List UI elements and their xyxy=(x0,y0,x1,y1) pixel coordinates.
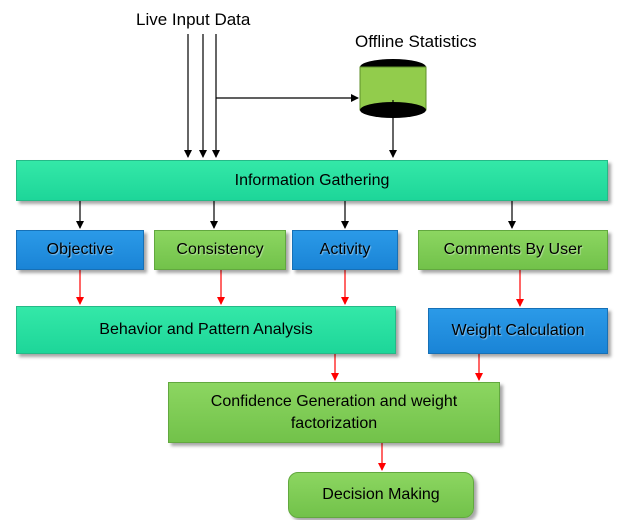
offline-statistics-label: Offline Statistics xyxy=(355,32,477,51)
confidence-generation-box: Confidence Generation and weight factori… xyxy=(168,382,500,443)
comments-by-user-box: Comments By User xyxy=(418,230,608,270)
confidence-generation-label: Confidence Generation and weight factori… xyxy=(210,392,458,432)
live-input-label: Live Input Data xyxy=(136,10,251,29)
decision-making-label: Decision Making xyxy=(322,486,440,504)
information-gathering-box: Information Gathering xyxy=(16,160,608,201)
consistency-label: Consistency xyxy=(176,241,264,259)
information-gathering-label: Information Gathering xyxy=(234,171,390,189)
weight-calculation-label: Weight Calculation xyxy=(451,322,585,340)
consistency-box: Consistency xyxy=(154,230,286,270)
objective-box: Objective xyxy=(16,230,144,270)
decision-making-box: Decision Making xyxy=(288,472,474,518)
weight-calculation-box: Weight Calculation xyxy=(428,308,608,354)
behavior-analysis-box: Behavior and Pattern Analysis xyxy=(16,306,396,354)
activity-box: Activity xyxy=(292,230,398,270)
behavior-analysis-label: Behavior and Pattern Analysis xyxy=(99,321,313,339)
objective-label: Objective xyxy=(46,241,114,259)
activity-label: Activity xyxy=(319,241,371,259)
comments-by-user-label: Comments By User xyxy=(443,241,583,259)
